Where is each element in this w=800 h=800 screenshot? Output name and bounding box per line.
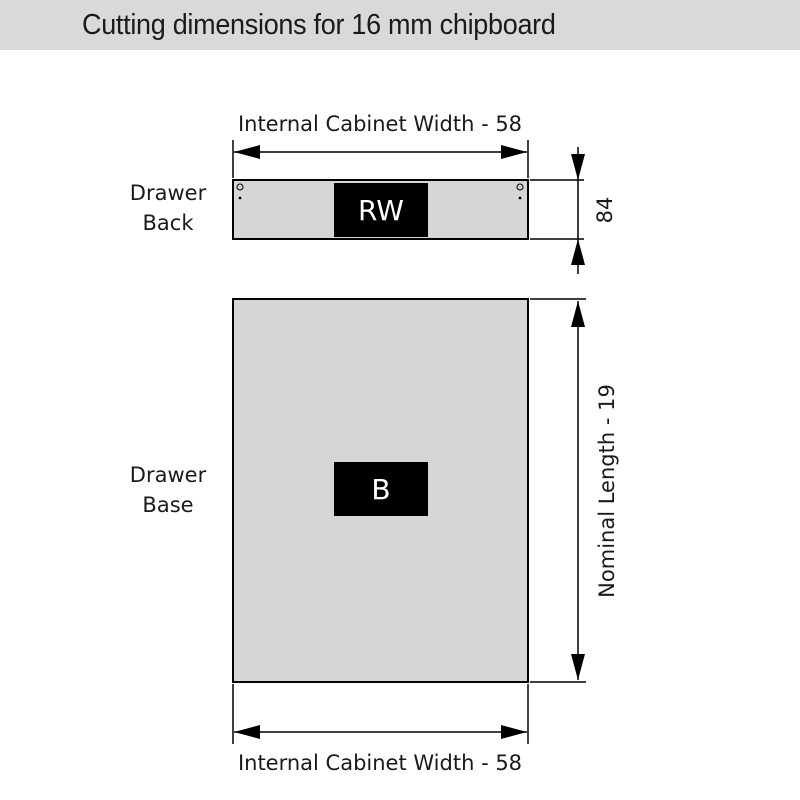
drill-hole-icon — [516, 183, 524, 191]
drawer-base-label-line2: Base — [142, 493, 193, 517]
base-width-dimension-label: Internal Cabinet Width - 58 — [238, 751, 522, 775]
base-width-arrow-left — [234, 725, 260, 739]
drawer-base-tag — [334, 462, 428, 516]
drill-dot-icon — [238, 196, 242, 200]
back-width-dimension-label: Internal Cabinet Width - 58 — [238, 112, 522, 136]
back-height-arrow-top — [571, 154, 585, 180]
drill-hole-icon — [236, 183, 244, 191]
back-width-arrow-right — [501, 145, 527, 159]
drill-dot-icon — [518, 196, 522, 200]
drawer-back-label-line2: Back — [143, 211, 195, 235]
drawer-base-label-line1: Drawer — [130, 463, 207, 487]
drawer-back-label-line1: Drawer — [130, 181, 207, 205]
page-title: Cutting dimensions for 16 mm chipboard — [82, 9, 556, 41]
header-bar: Cutting dimensions for 16 mm chipboard — [0, 0, 800, 50]
back-width-arrow-left — [234, 145, 260, 159]
back-height-arrow-bottom — [571, 239, 585, 265]
base-length-dimension-label: Nominal Length - 19 — [595, 384, 619, 598]
base-length-arrow-bottom — [571, 654, 585, 680]
base-width-arrow-right — [501, 725, 527, 739]
drawer-back-tag — [334, 183, 428, 237]
drawer-back-tag-text: RW — [358, 194, 404, 227]
drawer-base-tag-text: B — [371, 473, 390, 506]
back-height-dimension-label: 84 — [593, 197, 617, 224]
base-length-arrow-top — [571, 301, 585, 327]
